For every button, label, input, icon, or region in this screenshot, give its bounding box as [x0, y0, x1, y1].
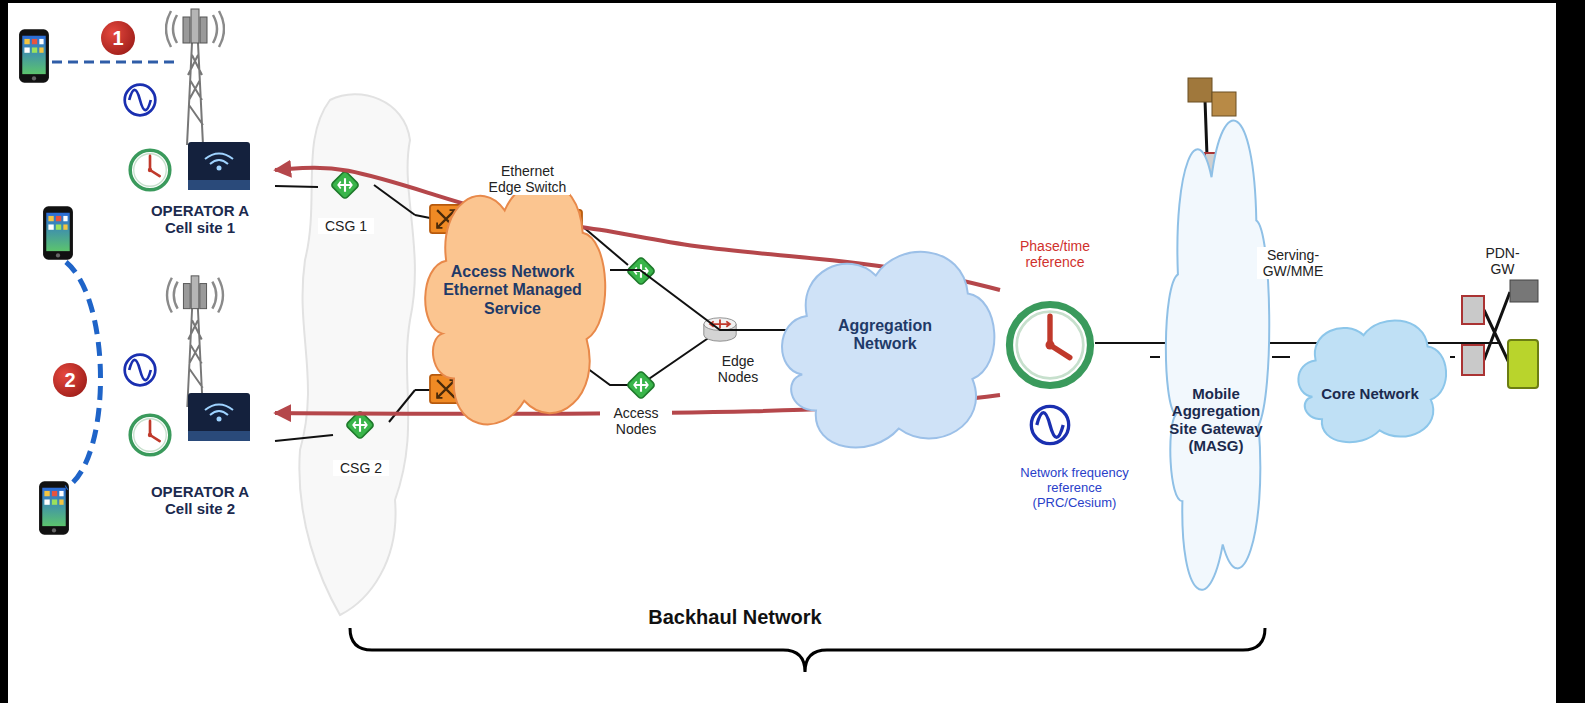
access-cloud: Access Network Ethernet Managed Service	[415, 160, 610, 440]
cell-router	[188, 142, 250, 190]
wire	[415, 389, 430, 391]
node-label: Serving-GW/MME	[1257, 247, 1329, 279]
core-cloud: Core Network	[1290, 310, 1450, 450]
link-line	[610, 270, 770, 330]
aggregation-cloud: Aggregation Network	[770, 235, 1000, 460]
cloud-shape	[1166, 121, 1269, 590]
link-line	[374, 185, 415, 215]
pdn-equipment	[1462, 280, 1538, 388]
link-line	[1450, 356, 1455, 358]
clock-symbol	[130, 150, 170, 190]
cloud-shape	[425, 181, 605, 424]
part-label: Access Nodes	[600, 405, 672, 437]
cell-site: OPERATOR A Cell site 2	[125, 393, 275, 518]
frequency-symbol	[125, 355, 156, 386]
node-label: Network frequency reference (PRC/Cesium)	[1012, 466, 1137, 511]
page-ground	[8, 3, 1556, 703]
server-box	[1212, 92, 1236, 116]
node-label: Mobile Aggregation Site Gateway (MASG)	[1162, 385, 1270, 454]
bracket	[350, 628, 1265, 672]
cloud-outline	[1290, 310, 1450, 450]
cloud-shape	[1298, 321, 1446, 443]
node-label: OPERATOR A Cell site 2	[144, 483, 256, 518]
server-box	[1462, 345, 1484, 375]
access-node	[627, 371, 656, 400]
callout-number: 1	[101, 21, 135, 55]
masg-cloud: Mobile Aggregation Site Gateway (MASG)Se…	[1160, 80, 1272, 620]
gateway-box	[1508, 340, 1538, 388]
server-box	[1188, 78, 1212, 102]
link-line	[389, 390, 415, 422]
node-label: Core Network	[1320, 385, 1420, 402]
core-link	[1095, 342, 1500, 344]
frequency-symbol	[125, 85, 156, 116]
node-label: OPERATOR A Cell site 1	[144, 202, 256, 237]
cell-tower	[166, 9, 224, 145]
part-label: Ethernet Edge Switch	[485, 163, 570, 195]
wire	[415, 215, 430, 218]
link-line	[1272, 356, 1290, 358]
phone-icon	[19, 29, 49, 82]
cloud-shape	[782, 252, 994, 448]
csg-node: CSG 1	[318, 163, 374, 234]
clock-symbol	[130, 415, 170, 455]
node-label: Aggregation Network	[825, 317, 945, 354]
cloud-outline	[1160, 80, 1272, 620]
time-reference-clock	[1010, 305, 1091, 386]
frequency-reference-symbol	[1031, 406, 1068, 443]
node-label: Access Network Ethernet Managed Service	[438, 263, 588, 318]
link-line	[1150, 356, 1160, 358]
wire	[1484, 292, 1510, 365]
node-label: CSG 1	[318, 218, 374, 234]
csg-router	[331, 171, 360, 200]
cell-site: OPERATOR A Cell site 1	[125, 140, 275, 237]
callout-number: 2	[53, 363, 87, 397]
csg-node: CSG 2	[333, 405, 389, 476]
server-box	[1510, 280, 1538, 302]
cell-tower	[167, 276, 223, 407]
cell-router	[188, 393, 250, 441]
node-label: CSG 2	[333, 460, 389, 476]
node-label: PDN-GW	[1477, 245, 1529, 277]
radio-link	[52, 61, 178, 64]
pdn-gateway: PDN-GW	[1455, 245, 1550, 395]
phone-icon	[39, 481, 69, 534]
reference-clock: Phase/time referenceNetwork frequency re…	[1000, 238, 1150, 511]
gateway-node: Serving-GW/MME	[1185, 235, 1375, 279]
link-line	[275, 435, 333, 441]
section-label: Backhaul Network	[600, 606, 870, 629]
phone-icon	[43, 206, 73, 259]
server-box	[1462, 296, 1484, 324]
part-label: Edge Nodes	[702, 353, 774, 385]
link-line	[275, 186, 318, 187]
node-label: Phase/time reference	[1010, 238, 1100, 270]
